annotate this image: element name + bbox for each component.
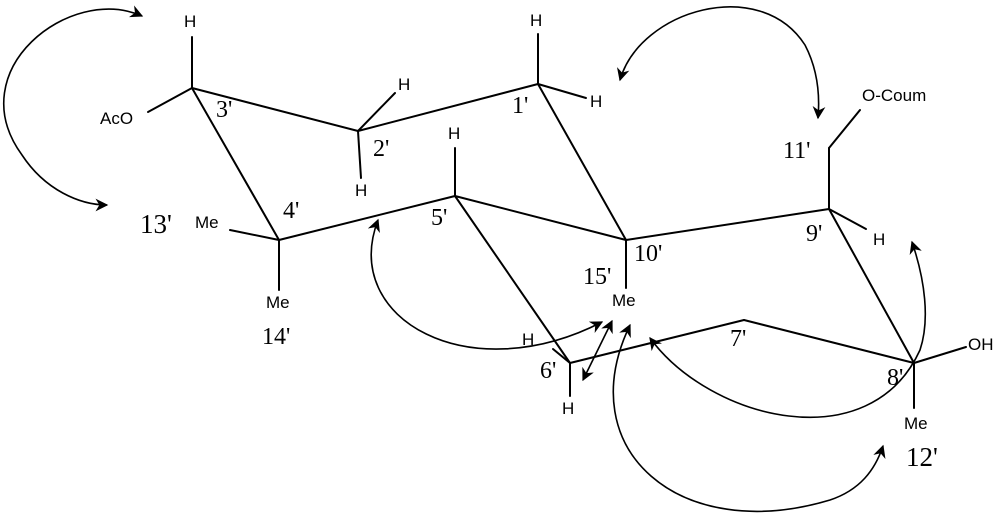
- atom-number-labels: 3' 2' 1' 13' 4' 5' 14' 10' 15' 9' 11' 6'…: [140, 93, 938, 472]
- aco-label: AcO: [100, 109, 133, 128]
- bond-c8-c9: [828, 208, 915, 364]
- bond-c4-c5: [278, 195, 456, 241]
- noe-arrows: [3, 5, 927, 513]
- h-label-c2-upper: H: [398, 75, 410, 94]
- atom-label-c8: 8': [887, 365, 903, 391]
- atom-label-c6: 6': [540, 358, 556, 384]
- atom-label-c4: 4': [283, 198, 299, 224]
- bond-c8-oh: [913, 346, 967, 364]
- bond-c2-c1: [357, 83, 539, 132]
- noe-arrow-h1-h11: [617, 6, 826, 120]
- bond-c10-c9: [625, 208, 830, 241]
- oh-label: OH: [968, 335, 994, 354]
- noe-arrow-h5-h6: [367, 218, 604, 350]
- h-label-c2-lower: H: [355, 181, 367, 200]
- atom-label-c12: 12': [906, 442, 938, 472]
- me-label-12: Me: [904, 414, 928, 433]
- atom-label-c13: 13': [140, 209, 172, 239]
- atom-label-c10: 10': [634, 241, 662, 267]
- noe-arrow-h6-me15: [582, 319, 613, 382]
- atom-label-c3: 3': [216, 97, 232, 123]
- noe-arrow-h3-me13: [3, 5, 144, 212]
- atom-label-c5: 5': [431, 205, 447, 231]
- bond-c6-c7: [569, 319, 745, 364]
- me-label-13: Me: [195, 213, 219, 232]
- bond-c2-h-upper: [357, 92, 396, 132]
- bond-skeleton: [147, 33, 967, 409]
- atom-label-c15: 15': [583, 264, 611, 290]
- atom-label-c9: 9': [806, 221, 822, 247]
- noe-arrow-me15-me12: [612, 323, 886, 513]
- h-label-c1-right: H: [590, 92, 602, 111]
- h-label-c5: H: [448, 124, 460, 143]
- bond-c3-c2: [191, 87, 359, 132]
- bond-c2-h-lower: [357, 130, 362, 179]
- atom-label-c1: 1': [512, 93, 528, 119]
- me-label-15: Me: [612, 291, 636, 310]
- atom-label-c7: 7': [730, 326, 746, 352]
- bond-c3-oac: [147, 87, 193, 113]
- bond-c1-h-right: [537, 83, 587, 99]
- bond-c9-h: [828, 208, 867, 230]
- h-label-c6-lower: H: [562, 399, 574, 418]
- bond-c7-c8: [743, 319, 915, 364]
- bond-c3-c4: [191, 87, 280, 241]
- h-label-c9: H: [873, 230, 885, 249]
- atom-label-c11: 11': [783, 138, 810, 164]
- bond-c1-c10: [537, 83, 627, 241]
- noe-arrow-h7-h9: [649, 240, 927, 419]
- atom-label-c14: 14': [262, 324, 290, 350]
- me-label-14: Me: [266, 293, 290, 312]
- ocoum-label: O-Coum: [862, 86, 926, 105]
- h-label-c3: H: [184, 12, 196, 31]
- h-label-c1-up: H: [530, 11, 542, 30]
- bond-c4-me13: [229, 229, 280, 241]
- bond-c6-h-upper: [552, 348, 571, 364]
- bond-c11-ocoum: [828, 109, 861, 149]
- substituent-labels: H AcO H H H H Me Me H Me H H H O-Coum OH…: [100, 11, 994, 433]
- h-label-c6-upper: H: [522, 330, 534, 349]
- atom-label-c2: 2': [373, 136, 389, 162]
